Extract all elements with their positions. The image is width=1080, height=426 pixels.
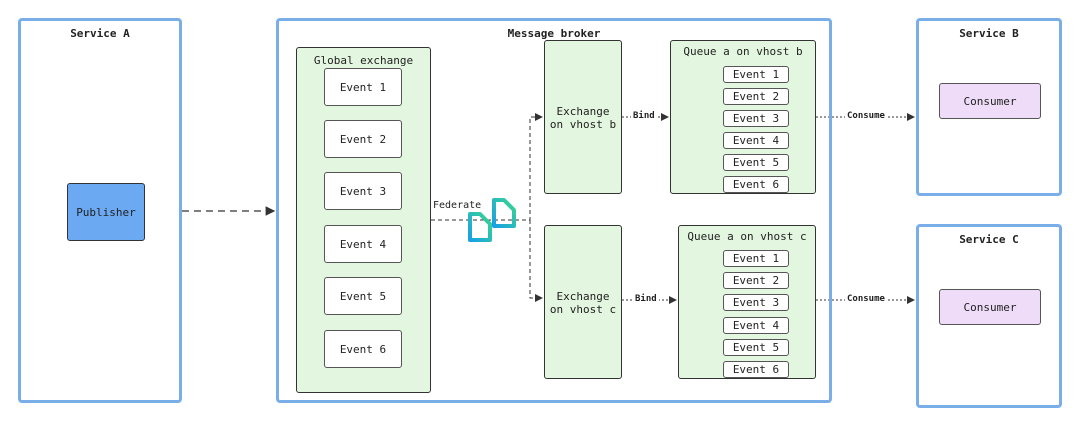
queue-b-event-1[interactable]: Event 1 xyxy=(723,66,789,83)
consume-label-c: Consume xyxy=(845,294,887,304)
global-event-4[interactable]: Event 4 xyxy=(324,225,402,263)
consume-label-b: Consume xyxy=(845,111,887,121)
service-a-frame: Service A Publisher xyxy=(18,18,182,403)
global-event-1[interactable]: Event 1 xyxy=(324,68,402,106)
queue-b-event-5[interactable]: Event 5 xyxy=(723,154,789,171)
global-event-5[interactable]: Event 5 xyxy=(324,277,402,315)
service-b-title: Service B xyxy=(959,27,1019,40)
publisher-node[interactable]: Publisher xyxy=(67,183,145,241)
service-a-title: Service A xyxy=(70,27,130,40)
global-exchange-title: Global exchange xyxy=(313,54,414,67)
global-event-2[interactable]: Event 2 xyxy=(324,120,402,158)
federate-edge xyxy=(431,113,543,221)
federate-label: Federate xyxy=(431,200,484,211)
service-c-title: Service C xyxy=(959,233,1019,246)
queue-vhost-c[interactable]: Queue a on vhost c Event 1 Event 2 Event… xyxy=(678,225,816,379)
queue-b-event-4[interactable]: Event 4 xyxy=(723,132,789,149)
queue-c-event-3[interactable]: Event 3 xyxy=(723,294,789,311)
global-exchange[interactable]: Global exchange Event 1 Event 2 Event 3 … xyxy=(296,47,431,393)
queue-c-event-1[interactable]: Event 1 xyxy=(723,250,789,267)
service-c-frame: Service C Consumer xyxy=(916,224,1062,408)
message-broker-frame: Message broker xyxy=(276,18,832,403)
bind-label-b: Bind xyxy=(631,111,657,121)
service-b-frame: Service B Consumer xyxy=(916,18,1062,196)
queue-c-event-2[interactable]: Event 2 xyxy=(723,272,789,289)
message-broker-title: Message broker xyxy=(507,27,601,40)
federate-edge-c xyxy=(529,220,543,302)
queue-c-title: Queue a on vhost c xyxy=(687,230,807,243)
queue-c-event-6[interactable]: Event 6 xyxy=(723,361,789,378)
bind-label-c: Bind xyxy=(633,294,659,304)
exchange-b-line1: Exchange xyxy=(556,105,610,118)
exchange-b-line2: on vhost b xyxy=(549,118,617,131)
queue-c-event-4[interactable]: Event 4 xyxy=(723,317,789,334)
queue-b-event-2[interactable]: Event 2 xyxy=(723,88,789,105)
global-event-3[interactable]: Event 3 xyxy=(324,172,402,210)
exchange-c-line1: Exchange xyxy=(556,290,610,303)
global-event-6[interactable]: Event 6 xyxy=(324,330,402,368)
queue-b-event-3[interactable]: Event 3 xyxy=(723,110,789,127)
consumer-c-node[interactable]: Consumer xyxy=(939,289,1041,325)
queue-b-title: Queue a on vhost b xyxy=(683,45,803,58)
queue-c-event-5[interactable]: Event 5 xyxy=(723,339,789,356)
federation-icon xyxy=(466,196,518,244)
queue-vhost-b[interactable]: Queue a on vhost b Event 1 Event 2 Event… xyxy=(670,40,816,194)
exchange-vhost-c[interactable]: Exchange on vhost c xyxy=(544,225,622,379)
exchange-vhost-b[interactable]: Exchange on vhost b xyxy=(544,40,622,194)
queue-b-event-6[interactable]: Event 6 xyxy=(723,176,789,193)
consumer-b-node[interactable]: Consumer xyxy=(939,83,1041,119)
exchange-c-line2: on vhost c xyxy=(549,303,617,316)
